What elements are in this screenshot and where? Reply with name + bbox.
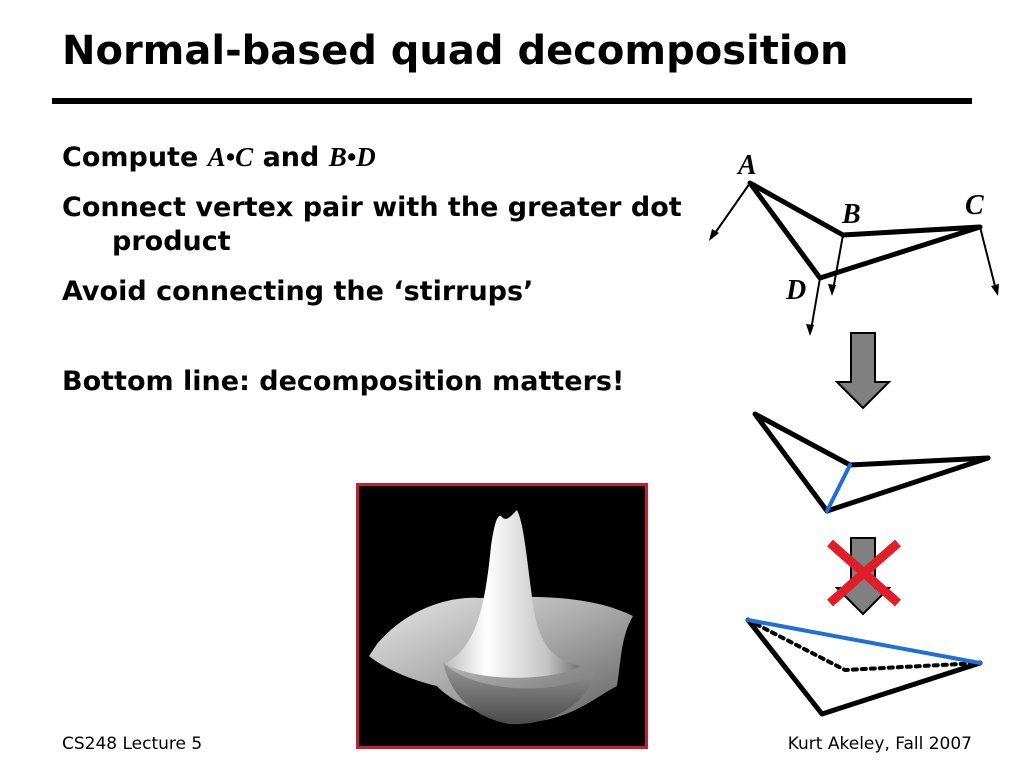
vertex-label-d: D bbox=[785, 275, 806, 306]
vertex-normals bbox=[712, 182, 997, 331]
rejected-hidden-edges bbox=[746, 618, 982, 672]
slide-title: Normal-based quad decomposition bbox=[62, 28, 849, 74]
rejected-quad-outline bbox=[745, 617, 983, 717]
rendered-surface-image bbox=[356, 483, 648, 749]
bullet-compute-join: and bbox=[262, 142, 320, 173]
chosen-diagonal bbox=[825, 463, 852, 513]
bullet-compute: Compute A•C and B•D bbox=[62, 140, 682, 175]
bullet-avoid: Avoid connecting the ‘stirrups’ bbox=[62, 276, 534, 307]
footer-course: CS248 Lecture 5 bbox=[62, 734, 203, 754]
surface-render bbox=[369, 510, 633, 725]
surface-peak bbox=[445, 510, 581, 678]
surface-bowl bbox=[443, 662, 595, 725]
bullet-list: Compute A•C and B•D Connect vertex pair … bbox=[62, 140, 682, 415]
red-x-icon bbox=[827, 539, 901, 607]
decomposed-quad-edge bbox=[824, 455, 991, 514]
title-underline bbox=[52, 98, 972, 104]
vertex-label-b: B bbox=[841, 199, 861, 230]
original-quad bbox=[747, 180, 983, 281]
decomposed-quad-outline bbox=[752, 411, 991, 514]
bullet-bottom-line: Bottom line: decomposition matters! bbox=[62, 366, 625, 397]
down-arrow-icon bbox=[834, 332, 892, 410]
footer-author: Kurt Akeley, Fall 2007 bbox=[787, 734, 972, 754]
vertex-label-c: C bbox=[965, 190, 984, 221]
bullet-compute-prefix: Compute bbox=[62, 142, 199, 173]
dot-product-bd: B•D bbox=[328, 142, 376, 172]
vertex-label-a: A bbox=[736, 150, 757, 181]
rejected-diagonal bbox=[746, 618, 982, 665]
bullet-connect: Connect vertex pair with the greater dot… bbox=[62, 192, 682, 257]
dot-product-ac: A•C bbox=[207, 142, 254, 172]
